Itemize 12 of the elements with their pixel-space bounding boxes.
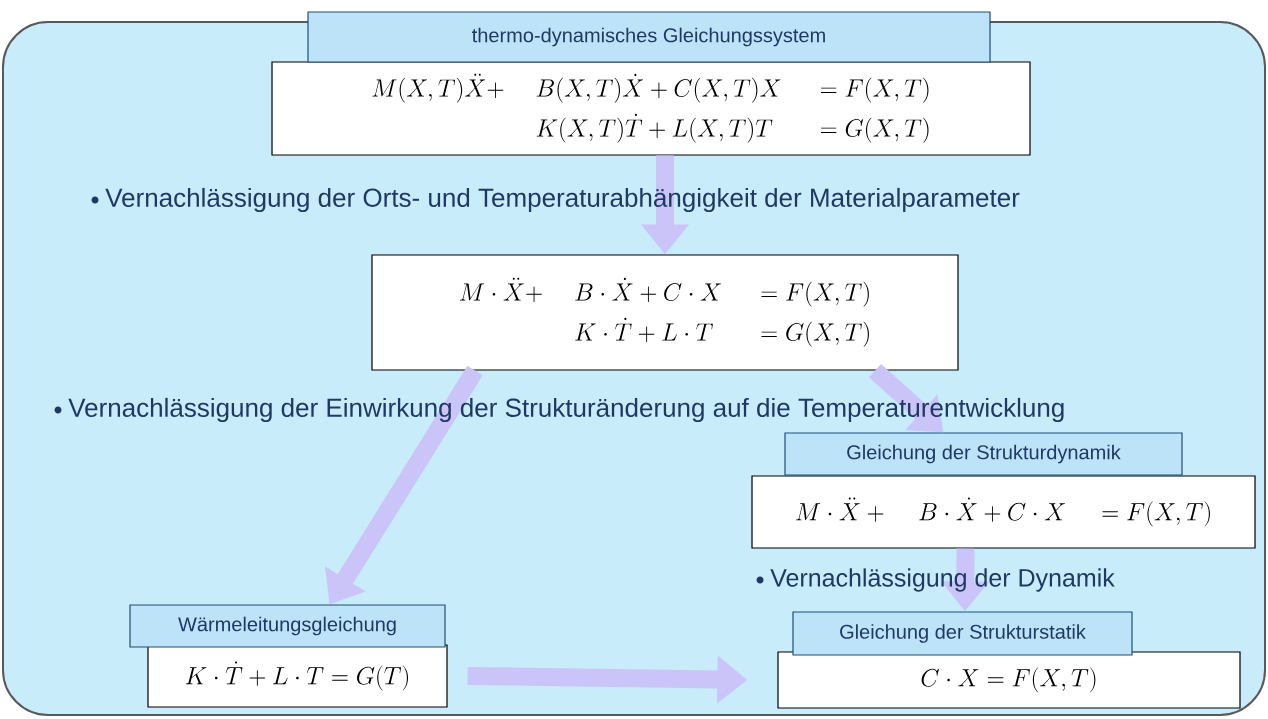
- equation-box: $\begin{array}{@{}l@{\quad}l@{\quad}l@{}} M(X,T)\ddot{X}+ & B(X,T)\dot{X}+C(X,T)X & {}=F(X,T)\\ & K(X,T)\dot{T}+L(X,T)T & {}=G(X,T)\end{array}$: [271, 61, 1031, 156]
- bullet-text: Vernachlässigung der Einwirkung der Strukturänderung auf die Temperaturentwicklung: [54, 397, 1064, 423]
- bullet-text: Vernachlässigung der Dynamik: [756, 568, 1115, 592]
- equation-box: $C\cdot X=F(X,T)$: [777, 651, 1241, 709]
- heading-tab: Wärmeleitungsgleichung: [129, 604, 446, 648]
- heading-tab: Gleichung der Strukturstatik: [792, 611, 1133, 656]
- equation-box: $K\cdot\dot{T}+L\cdot T=G(T)$: [147, 644, 448, 708]
- equation-box: $\begin{array}{@{}l@{\quad}l@{\quad}l@{}} M\cdot\ddot{X}+ & B\cdot\dot{X}+C\cdot X & {}=F(X,T)\\ & K\cdot\dot{T}+L\cdot T & {}=G(X,T)\end{array}$: [371, 254, 959, 371]
- heading-tab: Gleichung der Strukturdynamik: [784, 432, 1183, 476]
- heading-tab: thermo-dynamisches Gleichungssystem: [307, 11, 991, 63]
- bullet-text: Vernachlässigung der Orts- und Temperaturabhängigkeit der Materialparameter: [91, 187, 1020, 213]
- equation-box: $M\cdot\ddot{X}+\quad B\cdot\dot{X}+C\cdot X\quad =F(X,T)$: [751, 475, 1256, 549]
